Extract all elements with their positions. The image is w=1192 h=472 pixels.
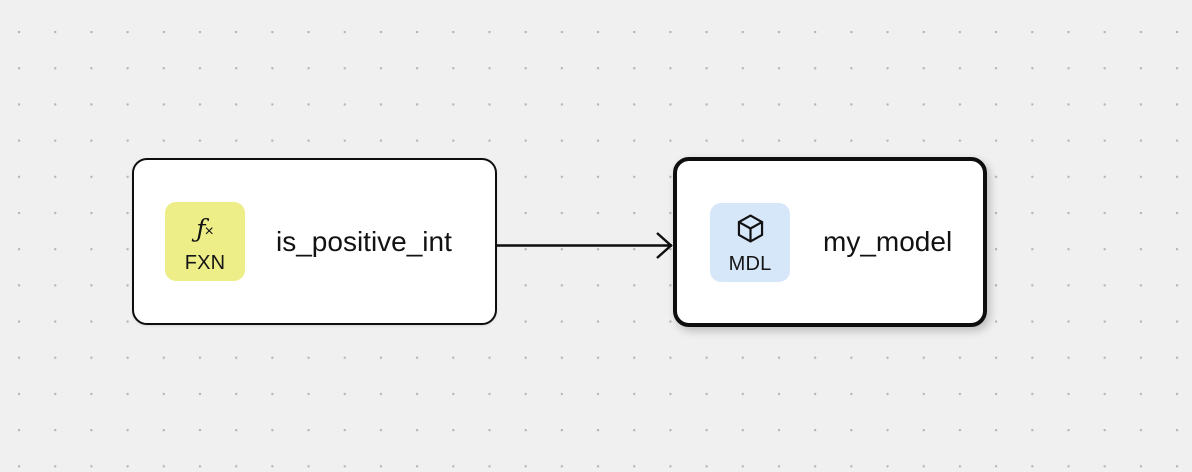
node-title: my_model bbox=[823, 226, 953, 257]
node-type-badge-mdl: MDL bbox=[710, 202, 790, 282]
node-is-positive-int[interactable]: ƒ× FXN is_positive_int bbox=[132, 158, 497, 325]
cube-box-icon bbox=[734, 211, 767, 247]
node-my-model[interactable]: MDL my_model bbox=[673, 157, 987, 327]
function-fx-icon: ƒ× bbox=[196, 213, 214, 243]
node-type-badge-label: MDL bbox=[728, 252, 772, 275]
node-type-badge-label: FXN bbox=[184, 252, 226, 274]
node-type-badge-fxn: ƒ× FXN bbox=[165, 202, 245, 281]
edge-fxn-to-mdl[interactable] bbox=[497, 232, 673, 259]
node-title: is_positive_int bbox=[276, 225, 452, 257]
arrowhead-icon bbox=[656, 232, 673, 259]
